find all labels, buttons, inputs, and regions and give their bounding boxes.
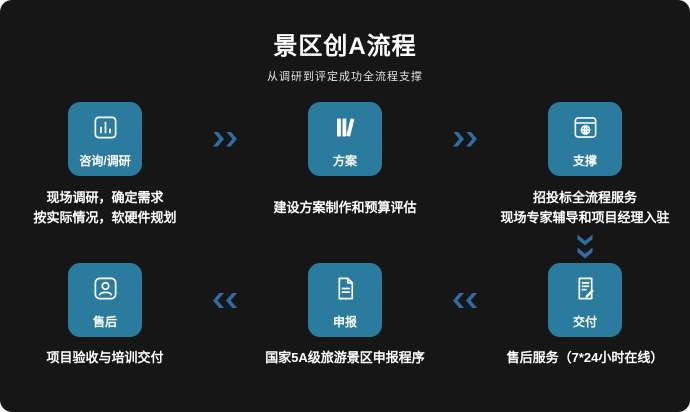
browser-globe-icon: [572, 112, 599, 142]
step-label-aftersales: 售后: [92, 315, 117, 329]
arrow-left-icon: [213, 293, 237, 308]
step-desc-apply: 国家5A级旅游景区申报程序: [265, 350, 425, 365]
page-title: 景区创A流程: [273, 33, 417, 60]
flow-row-turn: [0, 231, 690, 261]
step-card-support: 支撑: [548, 102, 622, 176]
books-icon: [332, 112, 359, 142]
flow-row-top: 咨询/调研 方案: [0, 100, 690, 178]
document-pen-icon: [572, 273, 599, 303]
step-card-apply: 申报: [308, 263, 382, 337]
step-desc-support: 招投标全流程服务 现场专家辅导和项目经理入驻: [500, 189, 670, 225]
flow-row-top-descs: 现场调研，确定需求 按实际情况，软硬件规划 建设方案制作和预算评估 招投标全流程…: [0, 187, 690, 229]
step-desc-delivery: 售后服务（7*24小时在线）: [506, 350, 664, 365]
step-label-support: 支撑: [572, 154, 597, 168]
step-desc-plan: 建设方案制作和预算评估: [273, 199, 417, 215]
step-desc-aftersales: 项目验收与培训交付: [46, 350, 164, 365]
step-card-aftersales: 售后: [68, 263, 142, 337]
flow-row-bottom: 售后 申报: [0, 261, 690, 339]
arrow-down-icon: [578, 234, 593, 258]
page-subtitle: 从调研到评定成功全流程支撑: [267, 71, 423, 83]
bar-chart-icon: [92, 112, 119, 142]
step-label-consult: 咨询/调研: [79, 154, 131, 168]
step-desc-consult: 现场调研，确定需求 按实际情况，软硬件规划: [33, 189, 177, 225]
arrow-right-icon: [213, 131, 237, 147]
document-icon: [332, 273, 359, 303]
step-card-plan: 方案: [308, 102, 382, 176]
step-label-plan: 方案: [332, 154, 357, 168]
step-card-delivery: 交付: [548, 263, 622, 337]
flow-row-bottom-descs: 项目验收与培训交付 国家5A级旅游景区申报程序 售后服务（7*24小时在线）: [0, 348, 690, 368]
step-label-delivery: 交付: [572, 315, 597, 329]
step-label-apply: 申报: [332, 315, 357, 329]
support-agent-icon: [92, 273, 119, 303]
step-card-consult: 咨询/调研: [68, 102, 142, 176]
arrow-right-icon: [453, 131, 477, 147]
arrow-left-icon: [453, 293, 477, 308]
